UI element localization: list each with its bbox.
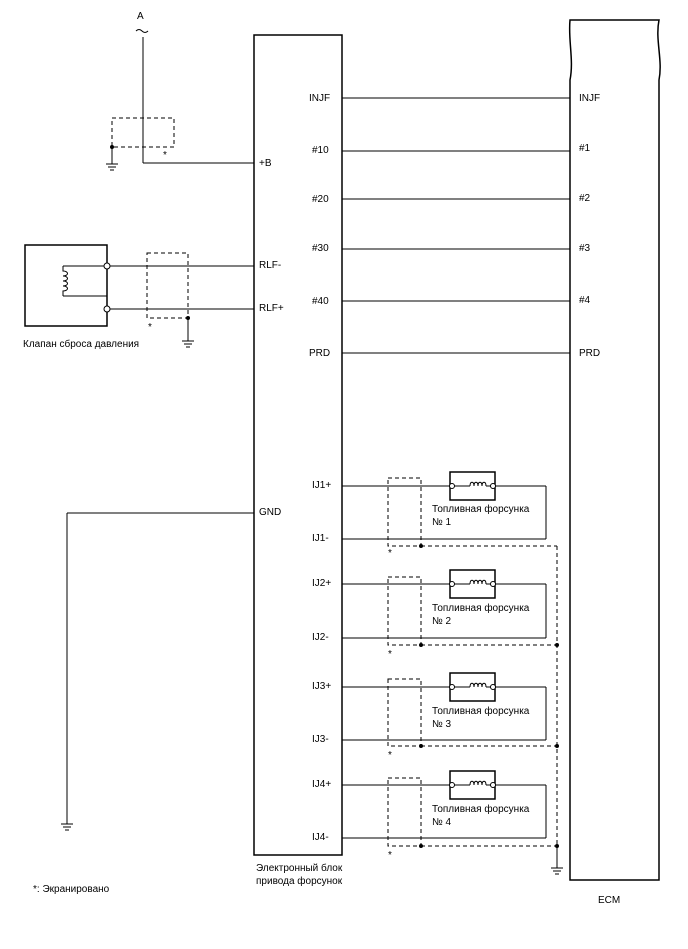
injector-4-circuit: Топливная форсунка № 4 IJ4+ IJ4- * [312,770,547,861]
injector-number: № 3 [432,719,452,730]
driver-pin-ij4-plus: IJ4+ [312,779,331,790]
ecm-pin-injf: INJF [579,93,600,104]
ecm-pin-prd: PRD [579,348,600,359]
injector-shield-bus [421,545,563,875]
injector-1-circuit: Топливная форсунка № 1 IJ1+ IJ1- * [312,471,547,559]
injector-label: Топливная форсунка [432,602,530,614]
injector-icon [449,569,496,599]
injector-label: Топливная форсунка [432,705,530,717]
injector-driver-block: Электронный блок привода форсунок [253,34,343,887]
driver-pin-ij1-minus: IJ1- [312,533,329,544]
footnote: *: Экранировано [33,884,110,895]
connector-a-label: A [137,11,144,22]
ecm-pin-1: #1 [579,143,591,154]
shield-mark: * [388,649,392,660]
ecm-pin-2: #2 [579,193,591,204]
ground-symbol [106,163,118,171]
driver-pin-ij4-minus: IJ4- [312,832,329,843]
shield-mark: * [148,322,152,333]
ecm-pin-4: #4 [579,295,591,306]
injector-icon [449,770,496,800]
driver-pin-ij1-plus: IJ1+ [312,480,331,491]
shield-mark: * [163,150,167,161]
ecm-label: ECM [598,895,620,906]
valve-wires: * RLF- RLF+ [103,252,284,348]
injector-number: № 2 [432,616,452,627]
valve-label: Клапан сброса давления [23,338,139,350]
injector-label: Топливная форсунка [432,503,530,515]
shield-mark: * [388,548,392,559]
injector-icon [449,672,496,702]
injector-number: № 4 [432,817,452,828]
driver-pin-ij3-plus: IJ3+ [312,681,331,692]
driver-pin-30: #30 [312,243,329,254]
ecm-block: ECM [568,19,661,906]
driver-pin-rlf-plus: RLF+ [259,303,284,314]
driver-pin-injf: INJF [309,93,330,104]
injector-label: Топливная форсунка [432,803,530,815]
bplus-circuit: A * +B [106,11,272,171]
driver-pin-20: #20 [312,194,329,205]
injector-3-circuit: Топливная форсунка № 3 IJ3+ IJ3- * [312,672,547,761]
ecm-pin-3: #3 [579,243,591,254]
driver-pin-prd: PRD [309,348,330,359]
shield-mark: * [388,850,392,861]
driver-pin-gnd: GND [259,507,281,518]
driver-pin-ij2-plus: IJ2+ [312,578,331,589]
gnd-circuit: GND [61,507,281,831]
driver-pin-40: #40 [312,296,329,307]
driver-pin-ij3-minus: IJ3- [312,734,329,745]
driver-caption-line2: привода форсунок [256,875,343,887]
shield-mark: * [388,750,392,761]
driver-pin-10: #10 [312,145,329,156]
driver-caption-line1: Электронный блок [256,862,343,874]
injector-icon [449,471,496,501]
pressure-relief-valve: Клапан сброса давления [23,244,139,350]
driver-pin-bplus: +B [259,158,272,169]
injector-number: № 1 [432,517,452,528]
coil-icon [62,266,68,296]
injector-2-circuit: Топливная форсунка № 2 IJ2+ IJ2- * [312,569,547,660]
driver-pin-ij2-minus: IJ2- [312,632,329,643]
driver-ecm-wires [342,97,570,354]
driver-pin-rlf-minus: RLF- [259,260,281,271]
